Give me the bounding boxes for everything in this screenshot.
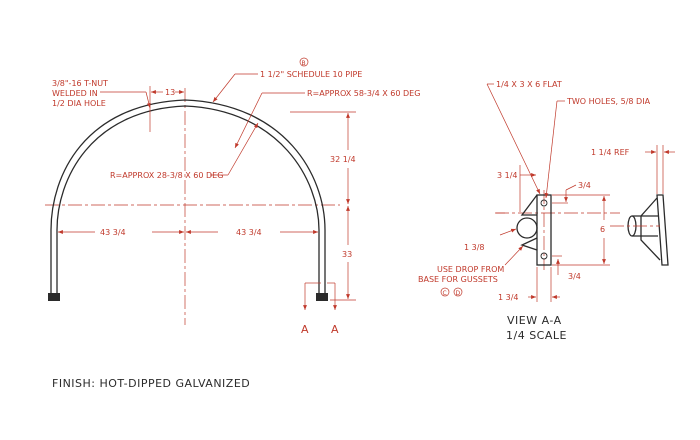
rise-dimension: 32 1/4 — [330, 155, 356, 164]
pipe-offset-dimension: 1 3/8 — [464, 243, 485, 252]
pipe-arch-inner — [56, 105, 320, 300]
plate-width-dimension: 1 3/4 — [498, 293, 519, 302]
pipe-arch-outer — [50, 99, 326, 300]
section-cut-right: A — [331, 323, 339, 336]
ref-width-dimension: 1 1/4 REF — [591, 148, 630, 157]
pipe-marker: B — [302, 60, 306, 67]
plate-height-dimension: 6 — [600, 225, 605, 234]
right-base-plate — [316, 293, 328, 301]
hole-offset-bottom-dimension: 3/4 — [568, 272, 581, 281]
side-view: 1 1/4 REF — [591, 145, 675, 266]
lower-bolt-hole — [540, 252, 548, 260]
drop-note-line-1: USE DROP FROM — [437, 265, 504, 274]
holes-callout: TWO HOLES, 5/8 DIA — [566, 97, 651, 106]
half-span-left-dimension: 43 3/4 — [100, 228, 126, 237]
section-cut-left: A — [301, 323, 309, 336]
arch-view: 13 32 1/4 43 3/4 43 3/4 33 A A — [45, 57, 420, 336]
flat-callout: 1/4 X 3 X 6 FLAT — [496, 80, 562, 89]
tnut-offset-dimension: 13 — [165, 88, 175, 97]
pipe-section — [516, 217, 538, 239]
section-view-a-a: 3 1/4 3/4 6 1 3/8 3/4 1 3/4 1/4 X 3 X 6 … — [418, 80, 651, 342]
tnut-note-line-2: WELDED IN — [52, 89, 98, 98]
side-gusset — [640, 197, 661, 261]
view-title: VIEW A-A — [507, 314, 562, 327]
leg-height-dimension: 33 — [342, 250, 352, 259]
plate-top-dimension: 3 1/4 — [497, 171, 518, 180]
drop-marker-d: D — [456, 290, 461, 297]
pipe-callout: 1 1/2" SCHEDULE 10 PIPE — [260, 70, 362, 79]
gusset-lower — [520, 237, 538, 251]
finish-note: FINISH: HOT-DIPPED GALVANIZED — [52, 377, 250, 390]
drop-note-line-2: BASE FOR GUSSETS — [418, 275, 498, 284]
gusset-upper — [520, 194, 538, 216]
upper-bolt-hole — [540, 199, 548, 207]
drop-marker-c: C — [443, 290, 447, 297]
left-base-plate — [48, 293, 60, 301]
hole-offset-dimension: 3/4 — [578, 181, 591, 190]
half-span-right-dimension: 43 3/4 — [236, 228, 262, 237]
inner-radius-note: R=APPROX 28-3/8 X 60 DEG — [110, 171, 223, 180]
marker-d-circle — [453, 287, 463, 297]
view-scale: 1/4 SCALE — [506, 329, 567, 342]
pipe-marker-circle — [299, 57, 309, 67]
tnut-note-line-3: 1/2 DIA HOLE — [52, 99, 106, 108]
tnut-note-line-1: 3/8"-16 T-NUT — [52, 79, 108, 88]
marker-c-circle — [440, 287, 450, 297]
side-plate — [656, 194, 669, 266]
outer-radius-note: R=APPROX 58-3/4 X 60 DEG — [307, 89, 420, 98]
